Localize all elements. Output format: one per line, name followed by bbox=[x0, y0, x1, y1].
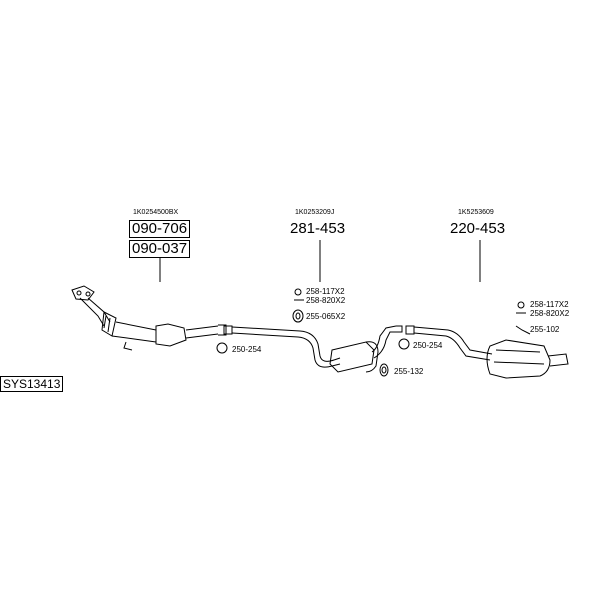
clamp-icons bbox=[216, 288, 525, 354]
label-255-132[interactable]: 255-132 bbox=[394, 367, 424, 376]
middle-pipe-silencer bbox=[223, 325, 403, 373]
label-250-254-mid[interactable]: 250-254 bbox=[413, 341, 443, 350]
system-code: SYS13413 bbox=[0, 376, 64, 392]
front-pipe-catalyst bbox=[71, 285, 227, 351]
part-number-090-037[interactable]: 090-037 bbox=[129, 240, 191, 258]
part-number-281-453[interactable]: 281-453 bbox=[290, 220, 346, 237]
bolt-icons bbox=[294, 299, 526, 314]
part-number-090-706[interactable]: 090-706 bbox=[129, 220, 191, 238]
label-258-117x2-rear[interactable]: 258-117X2 bbox=[530, 300, 569, 309]
oe-number-front: 1K0254500BX bbox=[133, 209, 179, 216]
part-number-220-453[interactable]: 220-453 bbox=[450, 220, 506, 237]
label-255-065x2[interactable]: 255-065X2 bbox=[306, 312, 346, 321]
label-250-254-front[interactable]: 250-254 bbox=[232, 345, 262, 354]
oe-number-middle: 1K0253209J bbox=[295, 209, 335, 216]
label-255-102[interactable]: 255-102 bbox=[530, 325, 560, 334]
hanger-icons bbox=[292, 309, 389, 377]
label-258-820x2-mid[interactable]: 258-820X2 bbox=[306, 296, 346, 305]
label-258-820x2-rear[interactable]: 258-820X2 bbox=[530, 309, 570, 318]
rear-pipe-silencer bbox=[405, 325, 569, 379]
oe-number-rear: 1K5253609 bbox=[458, 209, 494, 216]
label-258-117x2-mid[interactable]: 258-117X2 bbox=[306, 287, 345, 296]
